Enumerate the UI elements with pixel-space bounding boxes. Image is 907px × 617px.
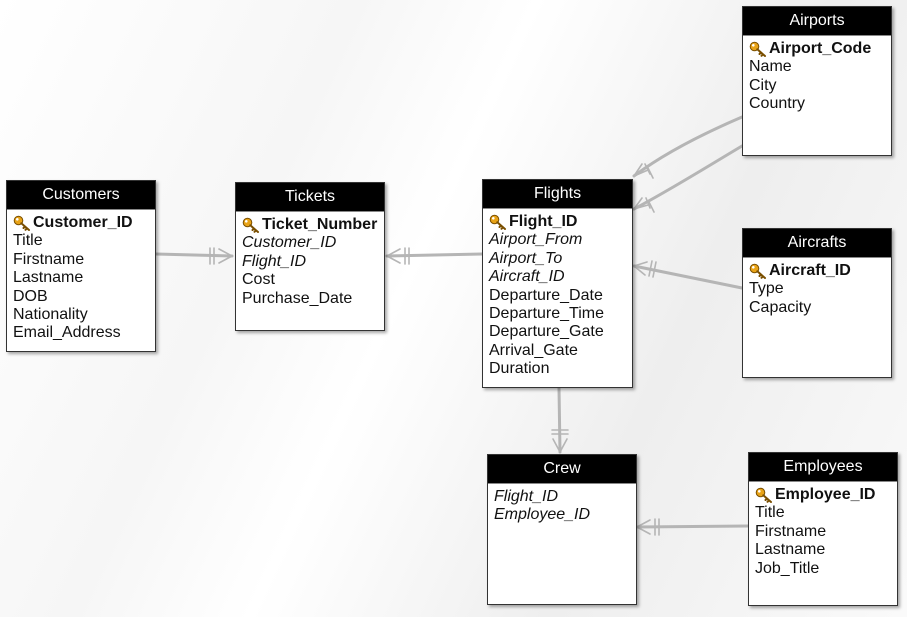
primary-key-field: Employee_ID — [755, 486, 891, 504]
field-name: Customer_ID — [33, 214, 133, 231]
primary-key-field: Airport_Code — [749, 40, 885, 58]
foreign-key-field: Aircraft_ID — [489, 268, 565, 286]
entity-title: Crew — [488, 455, 636, 484]
link-flights-tickets — [385, 252, 484, 258]
field: Name — [749, 58, 792, 76]
link-employees-crew-marker — [636, 518, 660, 536]
link-airports-flights-1 — [632, 115, 744, 178]
field: Title — [13, 232, 43, 250]
key-icon — [755, 487, 772, 504]
primary-key-field: Customer_ID — [13, 214, 149, 232]
entity-customers[interactable]: Customers Customer_ID Title Firstname La… — [6, 180, 156, 352]
field: Departure_Gate — [489, 323, 604, 341]
field: Country — [749, 95, 806, 113]
field: Job_Title — [755, 559, 820, 577]
entity-title: Airports — [743, 7, 891, 36]
entity-airports[interactable]: Airports Airport_Code Name City Country — [742, 6, 892, 156]
field: Lastname — [13, 269, 84, 287]
entity-title: Tickets — [236, 183, 384, 212]
field: Cost — [242, 271, 275, 289]
primary-key-field: Flight_ID — [489, 213, 626, 231]
link-flights-crew — [557, 386, 562, 454]
primary-key-field: Ticket_Number — [242, 216, 378, 234]
field-name: Flight_ID — [509, 213, 578, 230]
link-customers-tickets — [154, 252, 234, 258]
foreign-key-field: Employee_ID — [494, 506, 591, 524]
entity-title: Employees — [749, 453, 897, 482]
key-icon — [749, 41, 766, 58]
entity-title: Customers — [7, 181, 155, 210]
field-name: Ticket_Number — [262, 216, 378, 233]
link-airports-flights-2-marker — [633, 197, 655, 213]
field: Purchase_Date — [242, 289, 353, 307]
link-aircrafts-flights — [632, 264, 744, 290]
entity-title: Flights — [483, 180, 632, 209]
field-name: Employee_ID — [775, 486, 876, 503]
link-flights-crew-marker — [551, 429, 569, 453]
field: City — [749, 76, 777, 94]
field: Type — [749, 280, 784, 298]
field: Duration — [489, 360, 550, 378]
key-icon — [13, 215, 30, 232]
field: Title — [755, 504, 785, 522]
field: Arrival_Gate — [489, 341, 578, 359]
key-icon — [489, 214, 506, 231]
link-customers-tickets-marker — [209, 247, 233, 265]
entity-crew[interactable]: Crew Flight_ID Employee_ID — [487, 454, 637, 605]
entity-employees[interactable]: Employees Employee_ID Title Firstname La… — [748, 452, 898, 606]
field: Lastname — [755, 541, 826, 559]
link-airports-flights-1-marker — [633, 163, 654, 179]
field-name: Aircraft_ID — [769, 262, 851, 279]
foreign-key-field: Customer_ID — [242, 234, 337, 252]
link-employees-crew — [635, 524, 750, 529]
link-aircrafts-flights-marker — [633, 260, 657, 278]
field: Capacity — [749, 298, 812, 316]
entity-flights[interactable]: Flights Flight_ID Airport_From Airport_T… — [482, 179, 633, 388]
foreign-key-field: Flight_ID — [494, 488, 559, 505]
field: Email_Address — [13, 324, 121, 342]
field: Nationality — [13, 306, 88, 324]
primary-key-field: Aircraft_ID — [749, 262, 885, 280]
link-airports-flights-2 — [632, 144, 744, 211]
foreign-key-field: Airport_To — [489, 249, 563, 267]
field: Departure_Time — [489, 305, 605, 323]
field: DOB — [13, 287, 48, 305]
link-flights-tickets-marker — [386, 247, 410, 265]
key-icon — [749, 263, 766, 280]
foreign-key-field: Flight_ID — [242, 252, 307, 270]
entity-tickets[interactable]: Tickets Ticket_Number Customer_ID Flight… — [235, 182, 385, 331]
field: Firstname — [13, 250, 85, 268]
entity-title: Aircrafts — [743, 229, 891, 258]
foreign-key-field: Airport_From — [489, 231, 583, 249]
key-icon — [242, 217, 259, 234]
field: Firstname — [755, 522, 827, 540]
field: Departure_Date — [489, 286, 603, 304]
entity-aircrafts[interactable]: Aircrafts Aircraft_ID Type Capacity — [742, 228, 892, 378]
field-name: Airport_Code — [769, 40, 872, 57]
